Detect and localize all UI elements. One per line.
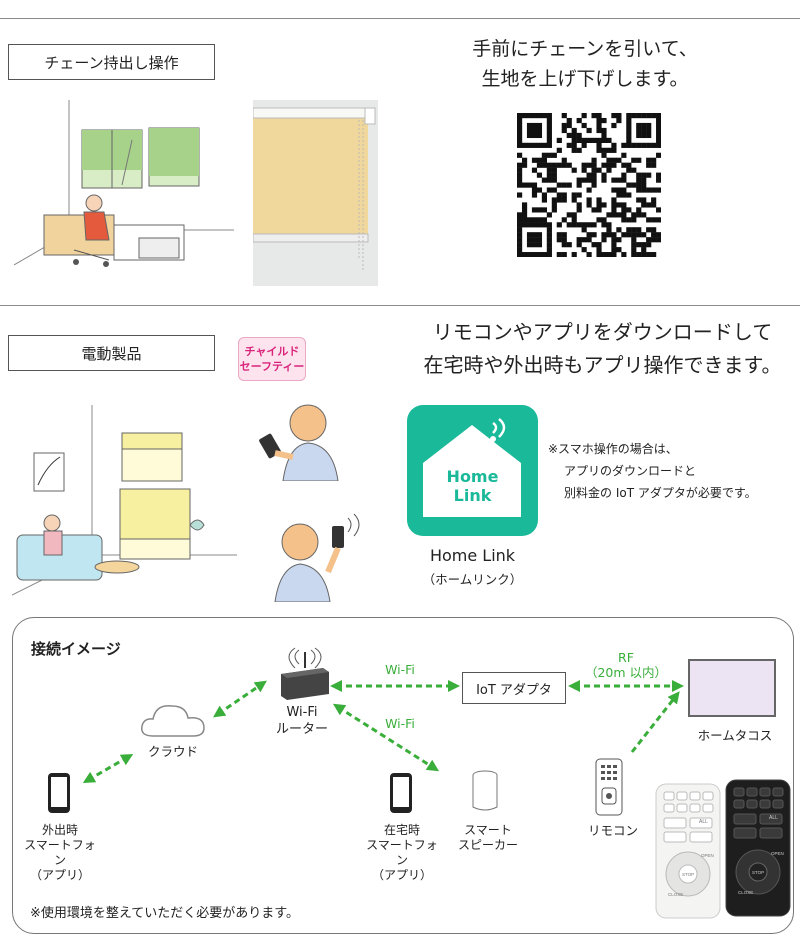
white-remote-all-key: ALL: [699, 819, 708, 825]
smart-speaker-icon: [472, 770, 498, 811]
white-remote-open-key: OPEN: [701, 853, 714, 858]
router-icon: [281, 647, 329, 700]
outside-smartphone-icon: [48, 773, 70, 813]
chain-headline: 手前にチェーンを引いて、 生地を上げ下げします。: [472, 38, 698, 90]
black-remote-open-key: OPEN: [771, 851, 784, 856]
qr-code[interactable]: [517, 113, 662, 261]
rf-label: RF （20m 以内）: [584, 650, 668, 680]
white-remote-close-key: CLOSE: [668, 892, 683, 897]
black-remote-stop-key: STOP: [752, 870, 764, 875]
chain-room-illustration: [14, 100, 234, 267]
connection-diagram-frame: [12, 617, 794, 934]
top-rule: [0, 18, 800, 19]
cloud-icon: [140, 705, 205, 737]
connection-footnote: ※使用環境を整えていただく必要があります。: [30, 906, 299, 921]
home-smartphone-icon: [390, 773, 412, 813]
black-remote-photo: ALL OPEN STOP CLOSE: [725, 779, 791, 917]
iot-adapter-box: IoT アダプタ: [462, 672, 566, 704]
app-name: Home Link （ホームリンク）: [422, 546, 523, 587]
cloud-label: クラウド: [147, 744, 198, 759]
chain-blind-photo: [253, 100, 378, 286]
black-remote-all-key: ALL: [769, 815, 778, 821]
smart-speaker-label: スマート スピーカー: [457, 823, 518, 852]
home-tacos-screen: [688, 659, 776, 717]
middle-rule: [0, 305, 800, 306]
house-icon: [423, 418, 521, 517]
wifi-label-2: Wi-Fi: [385, 716, 415, 731]
motor-room-illustration: [12, 405, 237, 596]
motor-section-label: 電動製品: [8, 335, 215, 371]
router-label: Wi-Fi ルーター: [275, 705, 328, 737]
smartphone-note: ※スマホ操作の場合は、 アプリのダウンロードと 別料金の IoT アダプタが必要…: [548, 442, 757, 500]
connection-title: 接続イメージ: [31, 640, 121, 658]
white-remote-stop-key: STOP: [682, 872, 694, 877]
remote-icon: [595, 758, 623, 816]
home-tacos-label: ホームタコス: [697, 728, 773, 743]
remote-label: リモコン: [587, 823, 638, 838]
black-remote-close-key: CLOSE: [738, 890, 753, 895]
child-safety-badge: チャイルド セーフティー: [238, 337, 306, 381]
person-phone-illustration-2: [274, 513, 360, 602]
home-link-app-icon[interactable]: Home Link: [407, 405, 538, 536]
home-smartphone-label: 在宅時 スマートフォン （アプリ）: [366, 823, 438, 882]
outside-smartphone-label: 外出時 スマートフォン （アプリ）: [24, 823, 96, 882]
wifi-label-1: Wi-Fi: [385, 662, 415, 677]
chain-section-label: チェーン持出し操作: [8, 44, 215, 80]
motor-headline: リモコンやアプリをダウンロードして 在宅時や外出時もアプリ操作できます。: [423, 320, 782, 377]
person-phone-illustration-1: [259, 404, 339, 481]
white-remote-photo: ALL OPEN STOP CLOSE: [655, 783, 721, 919]
